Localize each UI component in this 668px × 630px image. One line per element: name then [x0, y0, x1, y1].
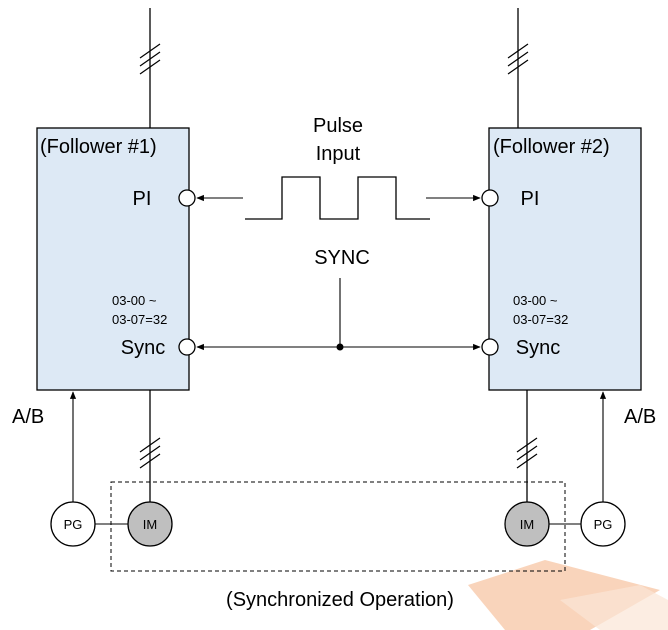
motor-2-label: IM: [520, 517, 534, 532]
encoder-1-circle: [50, 501, 96, 547]
follower-2-param-line2: 03-07=32: [513, 312, 568, 327]
three-phase-mark-2: [507, 43, 529, 75]
diagram-caption: (Synchronized Operation): [226, 589, 454, 611]
follower-1-title: (Follower #1): [40, 136, 157, 158]
coupled-load-box: [110, 481, 566, 572]
follower-2-title: (Follower #2): [493, 136, 610, 158]
encoder-2-circle: [580, 501, 626, 547]
encoder-2-label: PG: [594, 517, 613, 532]
follower-1-box: [36, 127, 190, 391]
motor-1-label: IM: [143, 517, 157, 532]
pulse-waveform: [245, 176, 430, 220]
follower-1-sync-label: Sync: [121, 337, 165, 359]
follower-2-pi-terminal: [481, 189, 499, 207]
three-phase-mark-1: [139, 43, 161, 75]
follower-1-pi-label: PI: [133, 188, 152, 210]
follower-2-param-line1: 03-00 ~: [513, 293, 558, 308]
follower-2-pi-label: PI: [521, 188, 540, 210]
follower-2-feedback-label: A/B: [624, 406, 656, 428]
pulse-input-line2: Input: [316, 143, 361, 165]
follower-2-sync-terminal: [481, 338, 499, 356]
motor-1-circle: [127, 501, 173, 547]
three-phase-mark-4: [516, 437, 538, 469]
sync-label: SYNC: [314, 247, 370, 269]
three-phase-mark-3: [139, 437, 161, 469]
follower-1-param-line1: 03-00 ~: [112, 293, 157, 308]
watermark-shape-light: [560, 585, 668, 630]
follower-1-sync-terminal: [178, 338, 196, 356]
pulse-input-line1: Pulse: [313, 115, 363, 137]
motor-2-circle: [504, 501, 550, 547]
encoder-1-label: PG: [64, 517, 83, 532]
follower-2-box: [488, 127, 642, 391]
follower-1-feedback-label: A/B: [12, 406, 44, 428]
follower-2-sync-label: Sync: [516, 337, 560, 359]
follower-1-param-line2: 03-07=32: [112, 312, 167, 327]
follower-1-pi-terminal: [178, 189, 196, 207]
